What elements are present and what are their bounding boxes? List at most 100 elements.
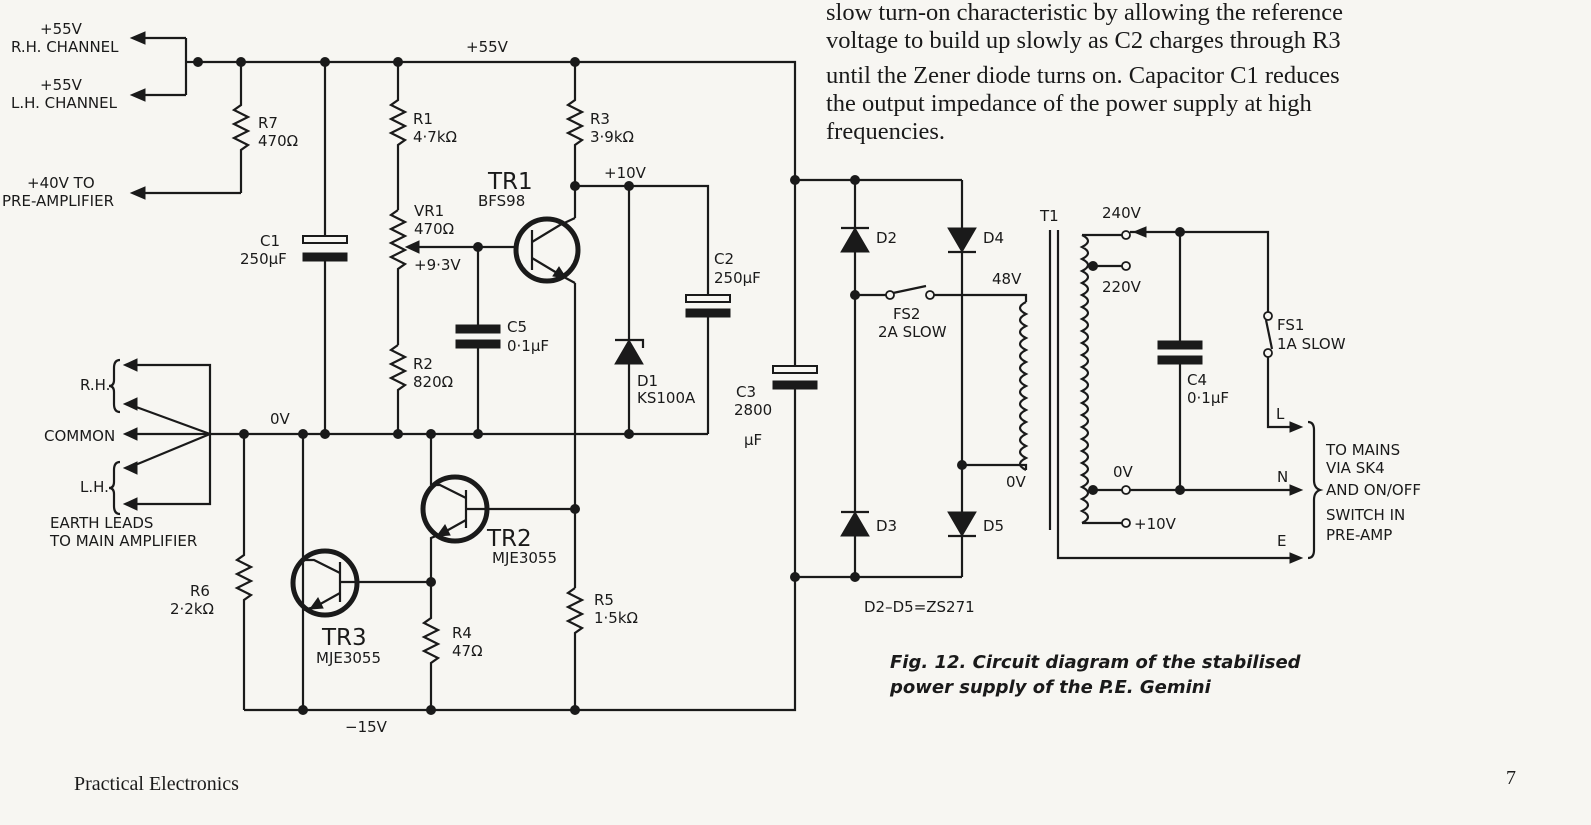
d1-type: KS100A	[637, 389, 696, 407]
earth-leads-line1: EARTH LEADS	[50, 514, 153, 532]
capacitor-c4: C4 0·1μF	[1157, 232, 1229, 495]
c3-unit: μF	[744, 431, 762, 449]
earth-leads-line2: TO MAIN AMPLIFIER	[49, 532, 197, 550]
footer-page-number: 7	[1506, 767, 1516, 789]
resistor-r6: R6 2·2kΩ	[170, 434, 254, 710]
resistor-r2: R2 820Ω	[388, 344, 453, 434]
c3-value: 2800	[734, 401, 772, 419]
rh-output-name: R.H. CHANNEL	[11, 38, 119, 56]
vr1-tap-voltage: +9·3V	[414, 256, 461, 274]
capacitor-c3: C3 2800 μF	[734, 180, 818, 577]
rail-0v-label: 0V	[270, 410, 291, 428]
paragraph-line-1: slow turn-on characteristic by allowing …	[826, 0, 1343, 26]
tap-plus10v-label: +10V	[1134, 515, 1177, 533]
r5-label: R5	[594, 591, 614, 609]
d4-label: D4	[983, 229, 1004, 247]
transformer-secondary: 48V 0V	[957, 270, 1029, 491]
transistor-tr2: TR2 MJE3055	[420, 434, 575, 581]
tap-220v-label: 220V	[1102, 278, 1142, 296]
d1-label: D1	[637, 372, 658, 390]
resistor-r5: R5 1·5kΩ	[565, 587, 638, 710]
rh-output-voltage: +55V	[40, 20, 83, 38]
capacitor-c5: C5 0·1μF	[455, 242, 549, 434]
zener-d1: D1 KS100A	[614, 186, 696, 434]
tr3-label: TR3	[321, 625, 367, 651]
plus10-label: +10V	[604, 164, 647, 182]
preamp-output-voltage: +40V TO	[27, 174, 95, 192]
figure-caption-line-1: Fig. 12. Circuit diagram of the stabilis…	[890, 652, 1302, 673]
paragraph-line-4: the output impedance of the power supply…	[826, 90, 1312, 117]
c1-value: 250μF	[240, 250, 287, 268]
r3-value: 3·9kΩ	[590, 128, 634, 146]
resistor-r7: R7 470Ω	[231, 62, 298, 193]
d3-label: D3	[876, 517, 897, 535]
tr3-type: MJE3055	[316, 649, 381, 667]
preamp-output-name: PRE-AMPLIFIER	[2, 192, 114, 210]
diode-type-note: D2–D5=ZS271	[864, 598, 975, 616]
mains-note-3: AND ON/OFF	[1326, 481, 1421, 499]
neg-rail-junctions	[298, 705, 580, 715]
r4-value: 47Ω	[452, 642, 483, 660]
r7-value: 470Ω	[258, 132, 298, 150]
d2-label: D2	[876, 229, 897, 247]
rail-plus55	[198, 60, 797, 180]
c5-value: 0·1μF	[507, 337, 549, 355]
vr1-value: 470Ω	[414, 220, 454, 238]
r1-label: R1	[413, 110, 433, 128]
rail-plus55-label: +55V	[466, 38, 509, 56]
transistor-tr3: TR3 MJE3055	[290, 434, 431, 710]
earth-common-label: COMMON	[44, 427, 115, 445]
c5-label: C5	[507, 318, 527, 336]
fuse-fs1: FS1 1A SLOW	[1180, 230, 1346, 429]
secondary-48v-label: 48V	[992, 270, 1022, 288]
potentiometer-vr1: VR1 470Ω +9·3V	[388, 202, 478, 345]
tr1-type: BFS98	[478, 192, 525, 210]
output-arrows	[129, 31, 241, 200]
r3-label: R3	[590, 110, 610, 128]
d5-label: D5	[983, 517, 1004, 535]
secondary-0v-label: 0V	[1006, 473, 1027, 491]
tap-0v-label: 0V	[1113, 463, 1134, 481]
r4-label: R4	[452, 624, 472, 642]
earth-leads: R.H. COMMON L.H. EARTH LEADS TO MAIN AMP…	[44, 358, 212, 550]
mains-n-label: N	[1277, 468, 1288, 486]
c1-label: C1	[260, 232, 280, 250]
paragraph-line-5: frequencies.	[826, 118, 945, 145]
resistor-r4: R4 47Ω	[421, 582, 483, 710]
paragraph-line-3: until the Zener diode turns on. Capacito…	[826, 62, 1340, 89]
figure-caption-line-2: power supply of the P.E. Gemini	[889, 677, 1212, 698]
paragraph-line-2: voltage to build up slowly as C2 charges…	[826, 27, 1341, 54]
bridge-rectifier: D2 D3 D4 D5 D2–D5=ZS271	[790, 175, 1004, 616]
tap-240v-label: 240V	[1102, 204, 1142, 222]
capacitor-c1: C1 250μF	[240, 62, 348, 434]
lh-output-name: L.H. CHANNEL	[11, 94, 118, 112]
fs1-label: FS1	[1277, 316, 1304, 334]
r6-value: 2·2kΩ	[170, 600, 214, 618]
body-paragraph: slow turn-on characteristic by allowing …	[826, 0, 1343, 145]
vr1-label: VR1	[414, 202, 444, 220]
fs1-rating: 1A SLOW	[1277, 335, 1346, 353]
fuse-fs2: FS2 2A SLOW	[850, 284, 1028, 341]
rail-minus15-label: −15V	[345, 718, 388, 736]
resistor-r3: R3 3·9kΩ	[565, 62, 634, 218]
c2-value: 250μF	[714, 269, 761, 287]
tr2-label: TR2	[486, 526, 532, 552]
fs2-rating: 2A SLOW	[878, 323, 947, 341]
transformer-primary: 240V 220V 0V +10V	[1079, 204, 1295, 533]
transistor-tr1: TR1 BFS98	[478, 169, 581, 284]
t1-label: T1	[1039, 207, 1059, 225]
mains-note-2: VIA SK4	[1326, 459, 1385, 477]
mains-note-5: PRE-AMP	[1326, 526, 1392, 544]
r2-label: R2	[413, 355, 433, 373]
c3-label: C3	[736, 383, 756, 401]
mains-connections: L N E TO MAINS VIA SK4 AND ON/OFF SWITCH…	[1056, 405, 1421, 564]
earth-lh-label: L.H.	[80, 478, 109, 496]
capacitor-c2: C2 250μF	[685, 250, 761, 434]
r7-label: R7	[258, 114, 278, 132]
mains-note-1: TO MAINS	[1325, 441, 1400, 459]
r2-value: 820Ω	[413, 373, 453, 391]
mains-note-4: SWITCH IN	[1326, 506, 1405, 524]
plus10-rail	[575, 184, 710, 295]
transformer-core: T1	[1039, 207, 1060, 530]
